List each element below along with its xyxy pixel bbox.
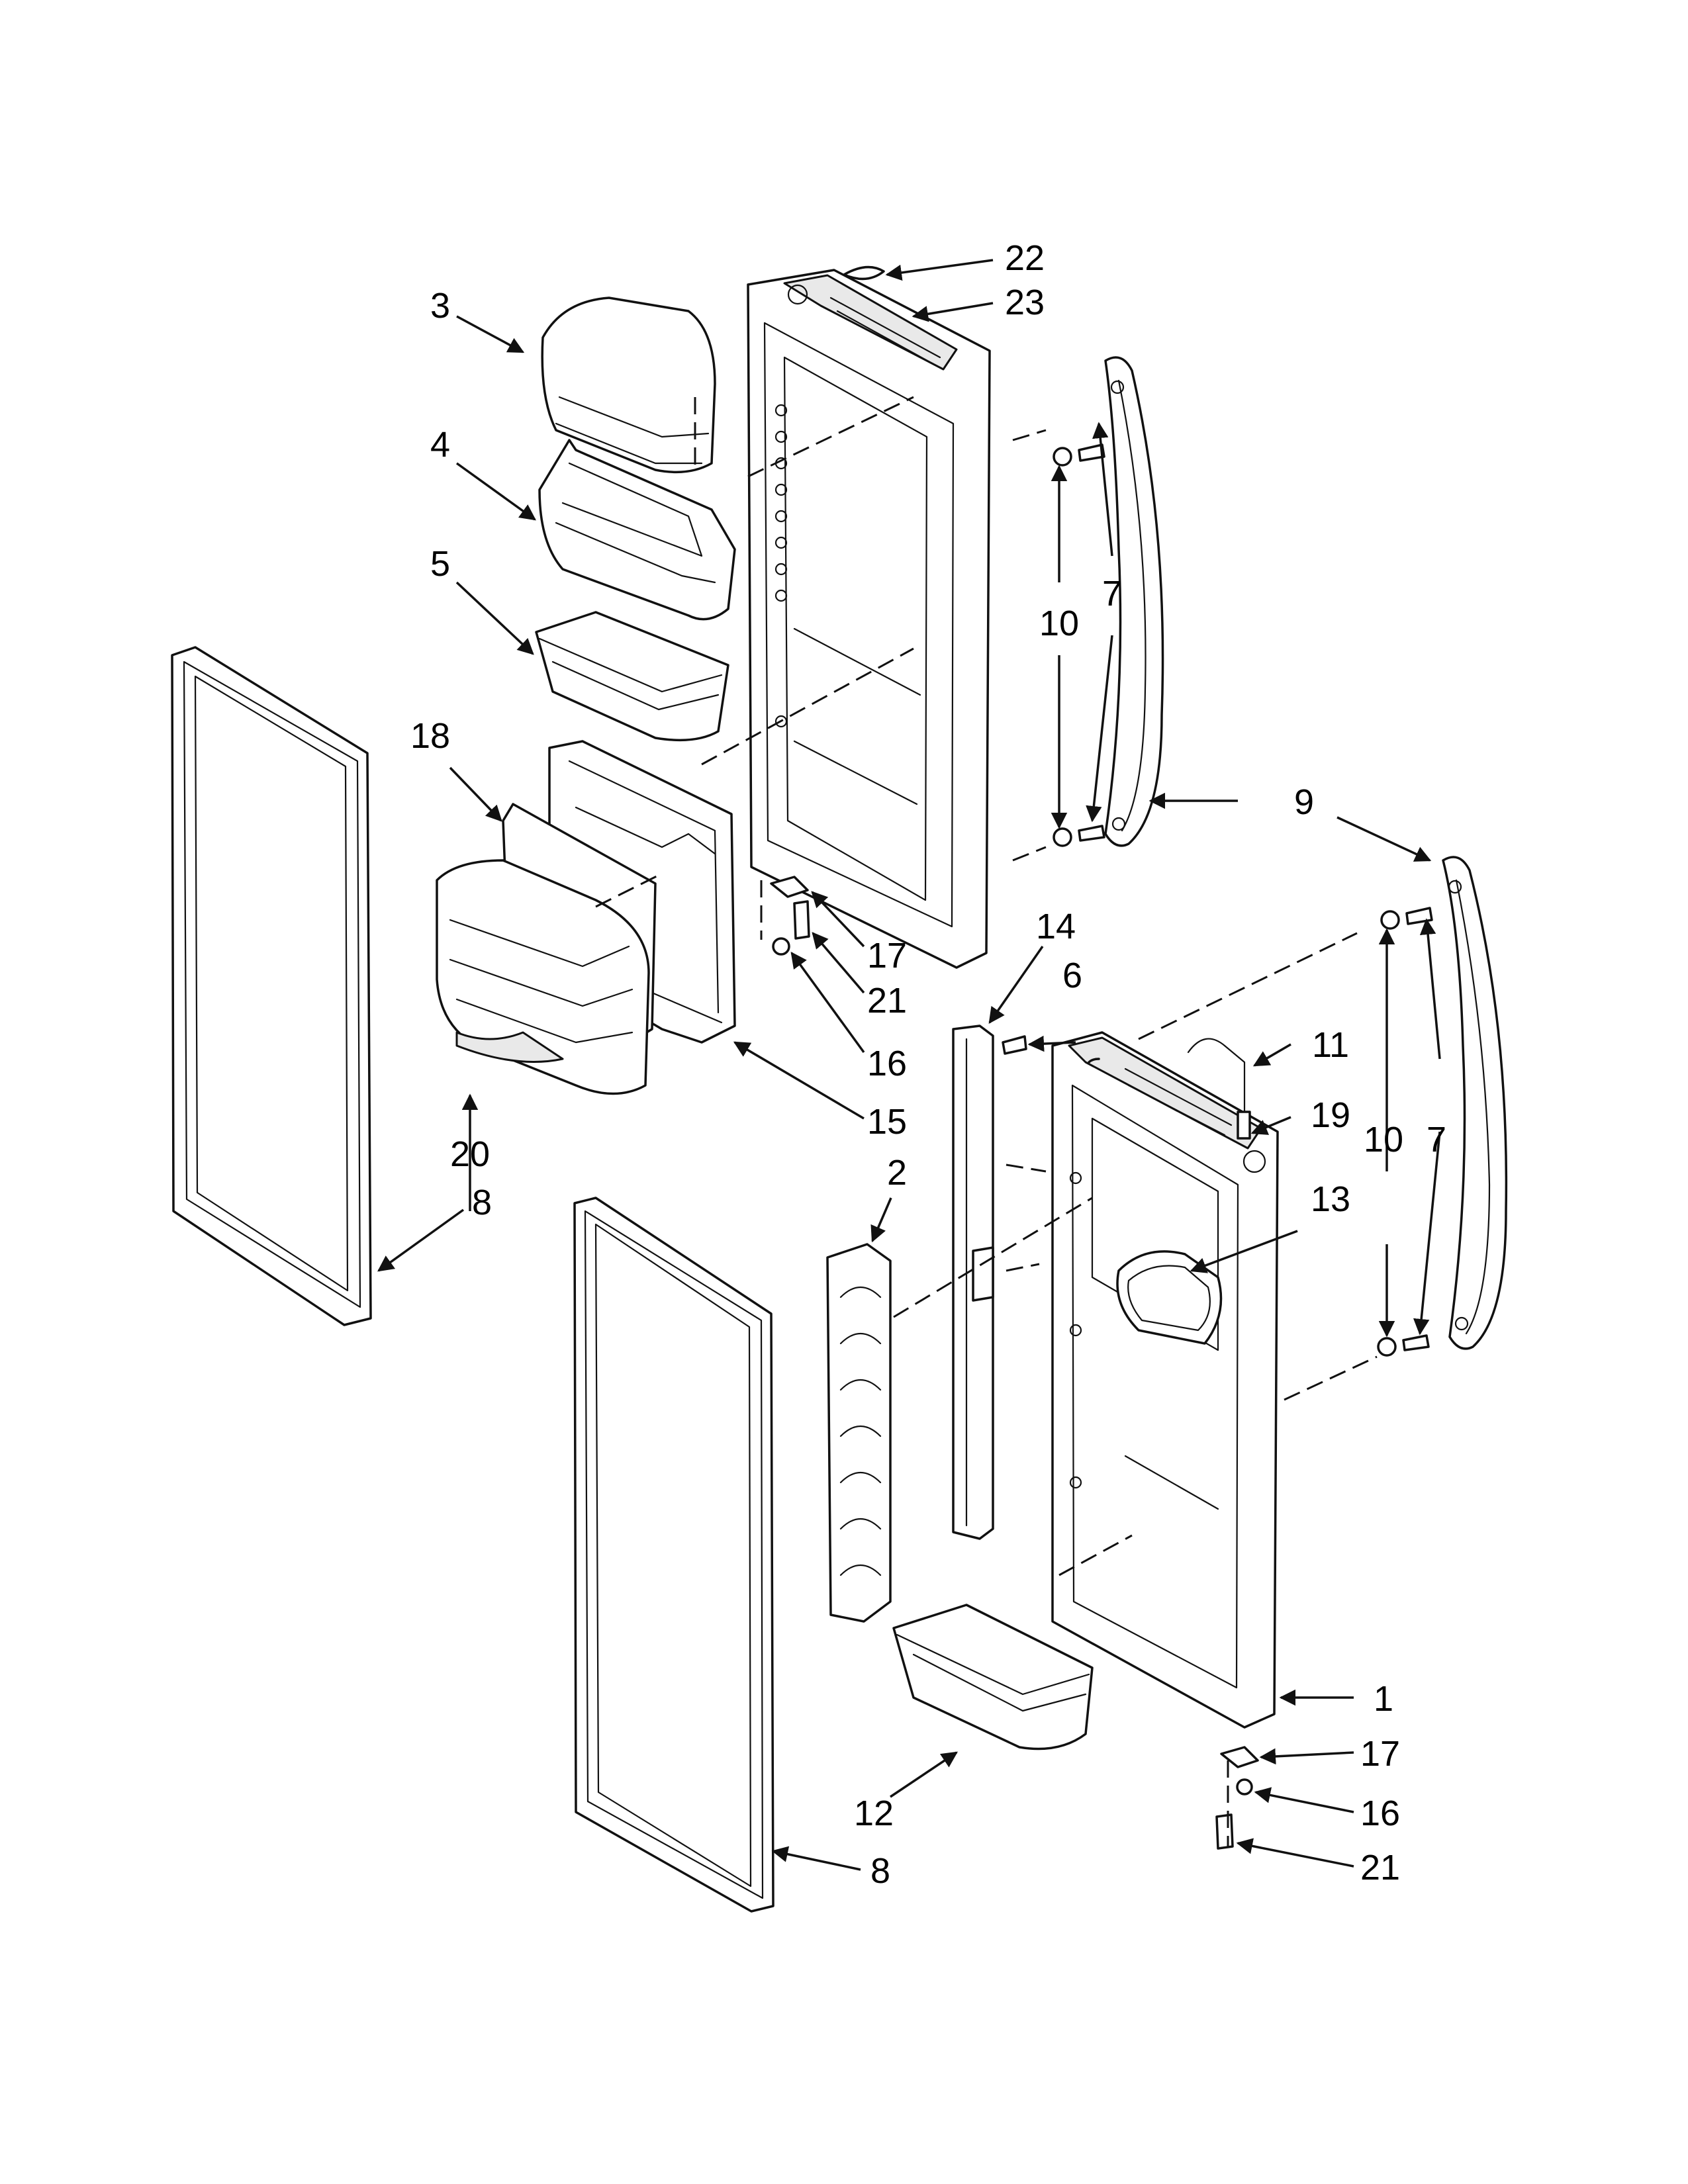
callout-2: 2 bbox=[887, 1153, 907, 1193]
hinge-cover-cap bbox=[843, 265, 885, 281]
callout-21-lower: 21 bbox=[1360, 1848, 1400, 1888]
callout-9: 9 bbox=[1294, 782, 1314, 822]
upper-hinge-hardware bbox=[770, 876, 810, 956]
callout-17-upper: 17 bbox=[867, 936, 907, 976]
callout-23: 23 bbox=[1005, 283, 1045, 322]
callout-7-upper: 7 bbox=[1102, 574, 1122, 614]
callout-1: 1 bbox=[1374, 1679, 1393, 1719]
callout-16-upper: 16 bbox=[867, 1044, 907, 1083]
door-shelf-bin-small bbox=[535, 611, 729, 742]
callout-22: 22 bbox=[1005, 238, 1045, 278]
callout-10-upper: 10 bbox=[1039, 604, 1079, 643]
callout-11: 11 bbox=[1312, 1025, 1349, 1065]
lower-hinge-hardware bbox=[1215, 1746, 1259, 1850]
channel-screw bbox=[1002, 1035, 1027, 1055]
callout-7-lower: 7 bbox=[1427, 1120, 1446, 1160]
callout-20: 20 bbox=[450, 1134, 490, 1174]
callout-13: 13 bbox=[1311, 1179, 1350, 1219]
lower-door-handle bbox=[1442, 856, 1508, 1350]
callout-10-lower: 10 bbox=[1364, 1120, 1403, 1160]
door-shelf-bin-lower bbox=[892, 1604, 1094, 1751]
ice-bin-door bbox=[436, 859, 650, 1095]
callout-3: 3 bbox=[430, 286, 450, 326]
callout-18: 18 bbox=[410, 716, 450, 756]
upper-door-gasket bbox=[171, 646, 372, 1326]
callout-16-lower: 16 bbox=[1360, 1794, 1400, 1833]
callout-4: 4 bbox=[430, 425, 450, 465]
callout-17-lower: 17 bbox=[1360, 1734, 1400, 1774]
callout-19: 19 bbox=[1311, 1095, 1350, 1135]
can-rack bbox=[826, 1243, 892, 1623]
alignment-lines bbox=[595, 396, 1378, 1846]
dairy-bin-cover bbox=[541, 296, 716, 474]
water-tube-fitting bbox=[1187, 1038, 1251, 1140]
callout-15: 15 bbox=[867, 1102, 907, 1142]
dairy-bin bbox=[538, 439, 736, 621]
upper-door-liner bbox=[747, 269, 991, 969]
callout-8-lower: 8 bbox=[870, 1851, 890, 1891]
lower-door-gasket bbox=[573, 1197, 774, 1913]
callout-5: 5 bbox=[430, 544, 450, 584]
callout-labels: 22 23 3 4 5 10 7 18 9 14 6 17 21 16 11 1… bbox=[410, 238, 1446, 1891]
callout-21-upper: 21 bbox=[867, 981, 907, 1021]
callout-6: 6 bbox=[1062, 956, 1082, 995]
dispenser-chute bbox=[1116, 1250, 1223, 1345]
lower-door-liner bbox=[1051, 1031, 1279, 1729]
leader-lines bbox=[377, 259, 1441, 1871]
callout-14: 14 bbox=[1036, 907, 1076, 946]
dispenser-channel bbox=[952, 1024, 994, 1540]
callout-8-upper: 8 bbox=[472, 1183, 492, 1222]
upper-handle-screws bbox=[1053, 443, 1105, 847]
upper-door-handle bbox=[1104, 356, 1164, 847]
callout-12: 12 bbox=[854, 1794, 894, 1833]
